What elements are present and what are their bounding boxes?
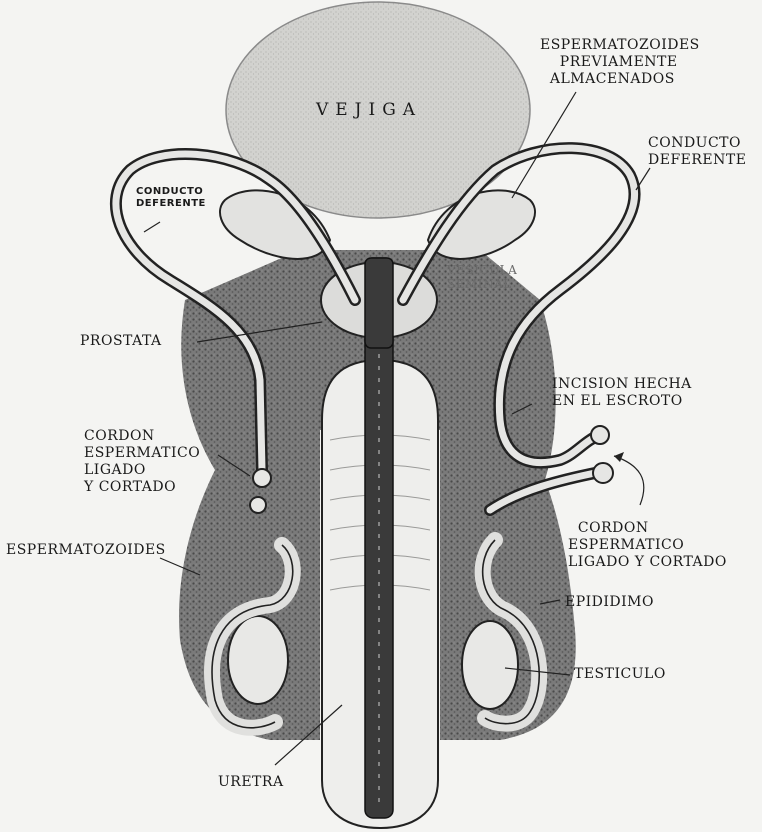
label-espermatozoides: ESPERMATOZOIDES — [6, 542, 166, 559]
testicle-left — [228, 616, 288, 704]
ligated-cord-left — [253, 469, 271, 487]
testicle-right — [462, 621, 518, 709]
label-incision: INCISION HECHA EN EL ESCROTO — [552, 376, 692, 410]
label-vesicula-seminal: VESICULA SEMINAL — [447, 263, 517, 291]
label-prostata: PROSTATA — [80, 333, 162, 350]
label-cordon-right: CORDON ESPERMATICO LIGADO Y CORTADO — [568, 520, 727, 571]
label-vejiga: VEJIGA — [316, 102, 422, 119]
label-espermatozoides-almacenados: ESPERMATOZOIDES PREVIAMENTE ALMACENADOS — [540, 37, 700, 88]
label-uretra: URETRA — [218, 774, 284, 791]
label-conducto-deferente-right: CONDUCTO DEFERENTE — [648, 135, 746, 169]
label-testiculo: TESTICULO — [574, 666, 666, 683]
label-cordon-left: CORDON ESPERMATICO LIGADO Y CORTADO — [84, 428, 200, 496]
label-conducto-deferente-left: CONDUCTO DEFERENTE — [136, 186, 206, 210]
label-epididimo: EPIDIDIMO — [565, 594, 654, 611]
